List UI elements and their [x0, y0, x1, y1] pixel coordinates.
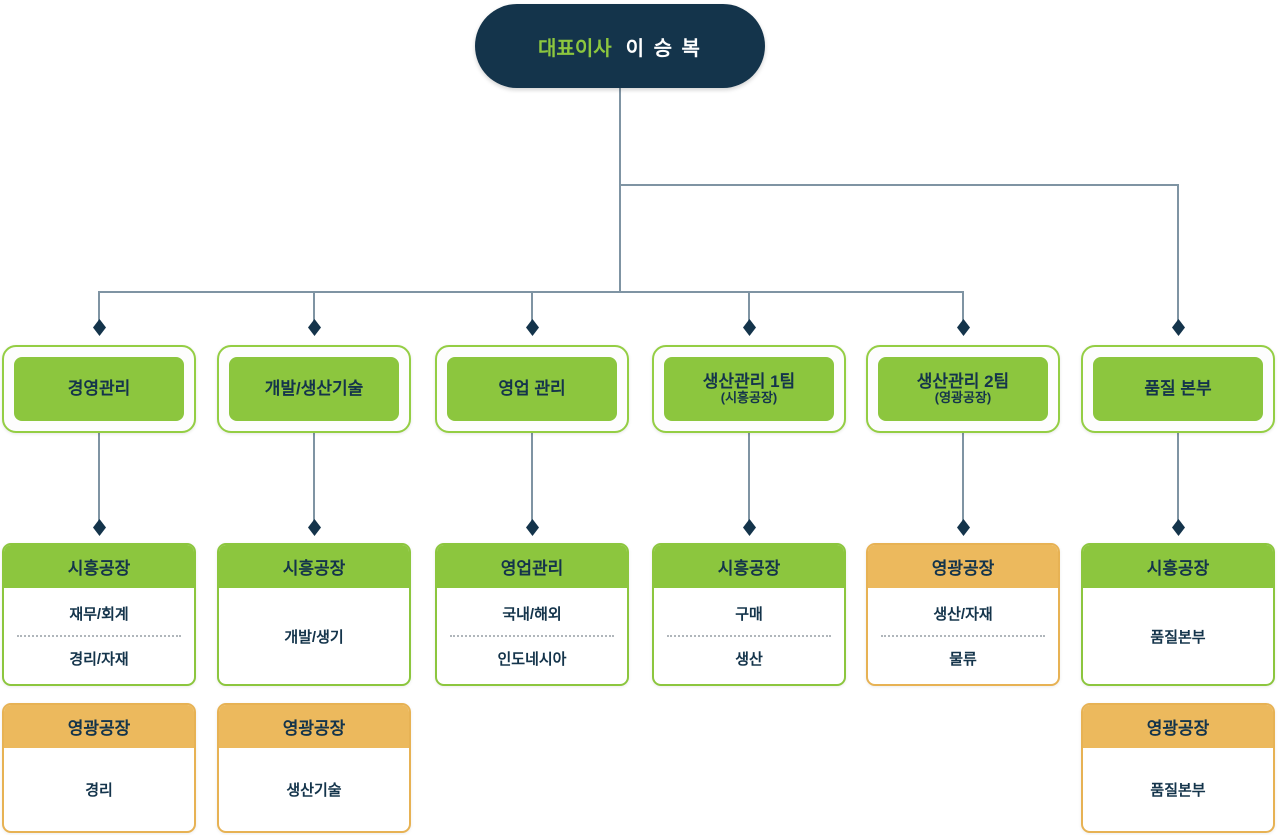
connector-child6 — [1177, 433, 1179, 521]
dotted-divider — [17, 635, 181, 637]
ceo-title: 대표이사 — [538, 37, 612, 60]
card-item: 구매 — [735, 606, 763, 623]
card-header: 영광공장 — [4, 705, 194, 748]
card-body: 재무/회계 경리/자재 — [4, 588, 194, 684]
card-body: 국내/해외 인도네시아 — [437, 588, 627, 684]
connector-child3 — [531, 433, 533, 521]
connector-dept2-drop — [313, 291, 315, 321]
dept-inner: 개발/생산기술 — [229, 357, 399, 421]
card-production2-yeonggwang: 영광공장 생산/자재 물류 — [866, 543, 1060, 686]
card-item: 인도네시아 — [497, 651, 567, 668]
dept-inner: 생산관리 1팀 (시흥공장) — [664, 357, 834, 421]
dotted-divider — [667, 635, 831, 637]
card-production1-siheung: 시흥공장 구매 생산 — [652, 543, 846, 686]
arrow-diamond-child5 — [957, 519, 970, 536]
ceo-name: 이 승 복 — [625, 37, 702, 60]
card-item: 국내/해외 — [502, 606, 562, 623]
card-development-siheung: 시흥공장 개발/생기 — [217, 543, 411, 686]
arrow-diamond-dept5 — [957, 319, 970, 336]
arrow-diamond-dept4 — [743, 319, 756, 336]
dept-label: 품질 본부 — [1144, 379, 1212, 399]
arrow-diamond-child6 — [1172, 519, 1185, 536]
connector-child5 — [962, 433, 964, 521]
connector-child1 — [98, 433, 100, 521]
dept-box-production1: 생산관리 1팀 (시흥공장) — [652, 345, 846, 433]
connector-branch-right — [619, 184, 1179, 186]
dept-inner: 품질 본부 — [1093, 357, 1263, 421]
dept-box-production2: 생산관리 2팀 (영광공장) — [866, 345, 1060, 433]
card-item: 생산기술 — [286, 782, 342, 799]
connector-dept1-drop — [98, 291, 100, 321]
arrow-diamond-dept1 — [93, 319, 106, 336]
card-header: 시흥공장 — [1083, 545, 1273, 588]
card-body: 품질본부 — [1083, 748, 1273, 831]
card-development-yeonggwang: 영광공장 생산기술 — [217, 703, 411, 833]
dept-box-sales: 영업 관리 — [435, 345, 629, 433]
arrow-diamond-child1 — [93, 519, 106, 536]
card-item: 생산/자재 — [933, 606, 993, 623]
card-management-yeonggwang: 영광공장 경리 — [2, 703, 196, 833]
dept-inner: 생산관리 2팀 (영광공장) — [878, 357, 1048, 421]
card-item: 품질본부 — [1150, 782, 1206, 799]
card-item: 재무/회계 — [69, 606, 129, 623]
card-header: 시흥공장 — [219, 545, 409, 588]
arrow-diamond-child3 — [526, 519, 539, 536]
dept-label: 개발/생산기술 — [264, 379, 364, 399]
card-header: 영광공장 — [219, 705, 409, 748]
dept-label: 영업 관리 — [498, 379, 566, 399]
arrow-diamond-dept3 — [526, 319, 539, 336]
dept-inner: 경영관리 — [14, 357, 184, 421]
card-item: 개발/생기 — [284, 628, 344, 646]
card-item: 생산 — [735, 651, 763, 668]
connector-dept6-drop — [1177, 184, 1179, 321]
dotted-divider — [881, 635, 1045, 637]
card-item: 물류 — [949, 651, 977, 668]
dept-label: 경영관리 — [67, 379, 131, 399]
card-sales-management: 영업관리 국내/해외 인도네시아 — [435, 543, 629, 686]
dept-box-management: 경영관리 — [2, 345, 196, 433]
card-management-siheung: 시흥공장 재무/회계 경리/자재 — [2, 543, 196, 686]
card-body: 개발/생기 — [219, 588, 409, 684]
dept-sublabel: (영광공장) — [934, 390, 992, 406]
arrow-diamond-dept2 — [308, 319, 321, 336]
card-body: 생산/자재 물류 — [868, 588, 1058, 684]
dept-box-development: 개발/생산기술 — [217, 345, 411, 433]
card-quality-yeonggwang: 영광공장 품질본부 — [1081, 703, 1275, 833]
dept-inner: 영업 관리 — [447, 357, 617, 421]
connector-child4 — [748, 433, 750, 521]
dept-label: 생산관리 1팀 — [702, 371, 796, 391]
card-header: 시흥공장 — [654, 545, 844, 588]
card-item: 경리 — [85, 782, 113, 799]
card-body: 품질본부 — [1083, 588, 1273, 684]
connector-dept5-drop — [962, 291, 964, 321]
card-item: 경리/자재 — [69, 651, 129, 668]
arrow-diamond-dept6 — [1172, 319, 1185, 336]
dotted-divider — [450, 635, 614, 637]
card-header: 영광공장 — [868, 545, 1058, 588]
arrow-diamond-child4 — [743, 519, 756, 536]
card-body: 생산기술 — [219, 748, 409, 831]
dept-box-quality: 품질 본부 — [1081, 345, 1275, 433]
card-body: 구매 생산 — [654, 588, 844, 684]
card-header: 영업관리 — [437, 545, 627, 588]
card-quality-siheung: 시흥공장 품질본부 — [1081, 543, 1275, 686]
arrow-diamond-child2 — [308, 519, 321, 536]
card-header: 영광공장 — [1083, 705, 1273, 748]
connector-dept4-drop — [748, 291, 750, 321]
connector-root-vertical — [619, 88, 621, 292]
card-body: 경리 — [4, 748, 194, 831]
card-item: 품질본부 — [1150, 628, 1206, 646]
ceo-node: 대표이사 이 승 복 — [475, 4, 765, 88]
connector-child2 — [313, 433, 315, 521]
dept-label: 생산관리 2팀 — [916, 371, 1010, 391]
dept-sublabel: (시흥공장) — [720, 390, 778, 406]
card-header: 시흥공장 — [4, 545, 194, 588]
connector-dept3-drop — [531, 291, 533, 321]
